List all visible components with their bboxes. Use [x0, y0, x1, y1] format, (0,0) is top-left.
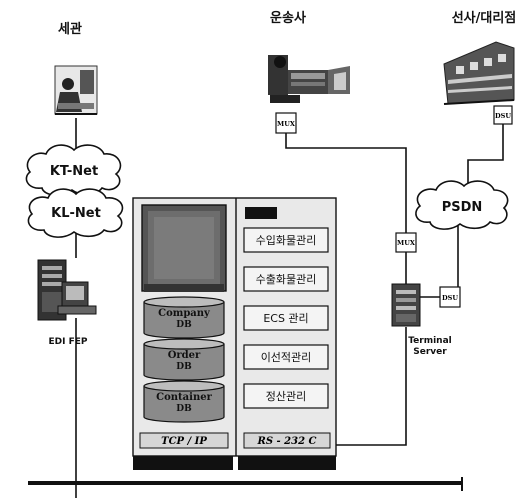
- module-item: 수입화물관리: [243, 227, 329, 253]
- database-sub-label: DB: [176, 320, 192, 330]
- dsu-mid-label: DSU: [442, 294, 458, 302]
- kt-net-label: KT-Net: [50, 164, 98, 179]
- customs-officer-image: [54, 65, 98, 115]
- shipping-agent-label: 선사/대리점: [452, 10, 517, 26]
- terminal-server-image: [391, 283, 421, 327]
- shipping-building-image: [443, 41, 515, 105]
- module-item: ECS 관리: [243, 305, 329, 331]
- mux-mid-label: MUX: [397, 239, 416, 247]
- host-monitor-block: [141, 204, 227, 292]
- psdn-label: PSDN: [442, 200, 483, 215]
- network-bus: [28, 481, 463, 485]
- edi-fep-computer-image: [37, 259, 97, 321]
- database-name-label: Company: [158, 308, 211, 319]
- terminal-server-label-2: Server: [413, 347, 447, 357]
- module-panel-header: [245, 207, 277, 219]
- module-label: 이선적관리: [261, 351, 312, 364]
- carrier-link-line: [285, 133, 407, 233]
- module-item: 수출화물관리: [243, 266, 329, 292]
- kl-net-cloud: [27, 188, 124, 238]
- module-label: ECS 관리: [263, 312, 308, 325]
- module-label: 정산관리: [266, 390, 306, 403]
- rs232c-box: [243, 432, 331, 449]
- terminal-server-label-1: Terminal: [408, 336, 452, 346]
- dsu-top-label: DSU: [495, 112, 511, 120]
- carrier-image: [268, 55, 350, 103]
- module-label: 수출화물관리: [256, 273, 317, 286]
- database-sub-label: DB: [176, 362, 192, 372]
- mux-mid-box: [395, 232, 417, 253]
- kl-net-label: KL-Net: [51, 206, 101, 221]
- connection-lines: [75, 118, 504, 498]
- psdn-cloud: [415, 180, 509, 230]
- mux-top-label: MUX: [277, 120, 296, 128]
- module-item: 이선적관리: [243, 344, 329, 370]
- edi-fep-label: EDI FEP: [49, 337, 88, 347]
- database-name-label: Container: [156, 392, 212, 403]
- carrier-label: 운송사: [270, 10, 306, 26]
- rs232c-label: RS - 232 C: [257, 436, 317, 447]
- terminal-rs232-line: [330, 327, 407, 446]
- database-name-label: Order: [168, 350, 201, 361]
- shipping-link-line: [467, 124, 504, 185]
- kt-net-cloud: [25, 144, 122, 196]
- dsu-top-box: [493, 105, 513, 125]
- module-label: 수입화물관리: [256, 234, 317, 247]
- customs-label: 세관: [58, 21, 82, 37]
- module-item: 정산관리: [243, 383, 329, 409]
- mux-top-box: [275, 112, 297, 134]
- tcp-ip-box: [139, 432, 229, 449]
- database-sub-label: DB: [176, 404, 192, 414]
- dsu-mid-box: [439, 286, 461, 308]
- tcp-ip-label: TCP / IP: [161, 436, 207, 447]
